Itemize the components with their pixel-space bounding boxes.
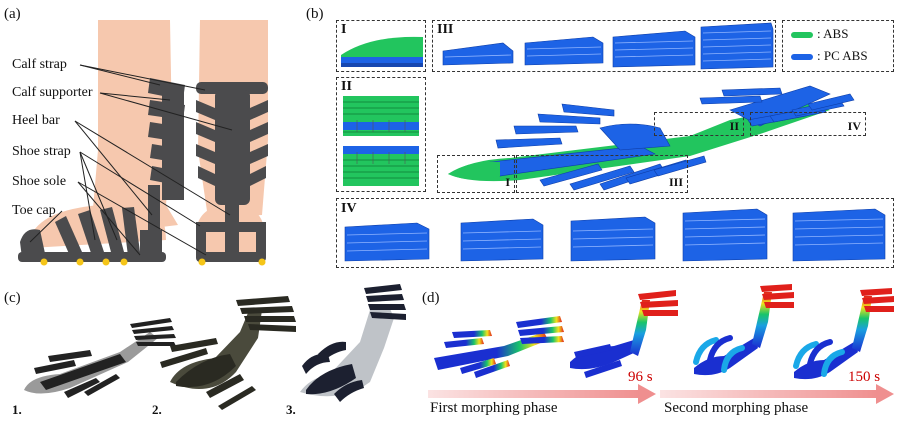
panel-label-b: (b) (306, 6, 324, 22)
inset-iv-label: IV (341, 201, 357, 216)
inset-ii-render (343, 96, 419, 186)
second-morphing-phase-label: Second morphing phase (664, 400, 809, 416)
label-heel-bar: Heel bar (12, 113, 60, 128)
inset-ii-label: II (341, 79, 352, 94)
sample-1-label: 1. (12, 402, 22, 417)
sample-2-label: 2. (152, 402, 162, 417)
inset-i: I (336, 20, 426, 72)
inset-i-render (341, 36, 423, 67)
time-label-96s: 96 s (628, 369, 653, 385)
inset-iv: IV (336, 198, 894, 268)
label-shoe-sole: Shoe sole (12, 174, 67, 189)
callout-i: I (437, 155, 515, 193)
inset-iii-label: III (437, 22, 454, 37)
callout-iii: III (516, 155, 688, 193)
inset-iii-render (442, 22, 774, 70)
label-shoe-strap: Shoe strap (12, 144, 71, 159)
panel-label-d: (d) (422, 290, 440, 306)
legend-pcabs-swatch (791, 54, 813, 60)
callout-ii-label: II (729, 119, 739, 133)
orthosis-model-render (448, 85, 855, 191)
label-calf-strap: Calf strap (12, 57, 67, 72)
panel-label-a: (a) (4, 6, 21, 22)
time-label-150s: 150 s (848, 369, 881, 385)
label-toe-cap: Toe cap (12, 203, 56, 218)
callout-iii-label: III (668, 175, 683, 189)
legend-box: : ABS : PC ABS (782, 20, 894, 72)
label-calf-supporter: Calf supporter (12, 85, 93, 100)
sample-3-label: 3. (286, 402, 296, 417)
legend-abs-label: : ABS (817, 26, 849, 41)
callout-ii: II (654, 112, 744, 136)
morphing-simulation-render (428, 284, 894, 404)
legend-pcabs-label: : PC ABS (817, 48, 868, 63)
inset-ii: II (336, 77, 426, 192)
inset-iii: III (432, 20, 776, 72)
printed-samples-photo (24, 284, 406, 410)
panel-label-c: (c) (4, 290, 21, 306)
legend-abs-swatch (791, 32, 813, 38)
callout-iv-label: IV (847, 119, 861, 133)
inset-iv-render (344, 208, 886, 262)
callout-iv: IV (750, 112, 866, 136)
sandal-illustration (18, 20, 268, 266)
callout-i-label: I (505, 175, 510, 189)
inset-i-label: I (341, 22, 347, 37)
first-morphing-phase-label: First morphing phase (430, 400, 558, 416)
